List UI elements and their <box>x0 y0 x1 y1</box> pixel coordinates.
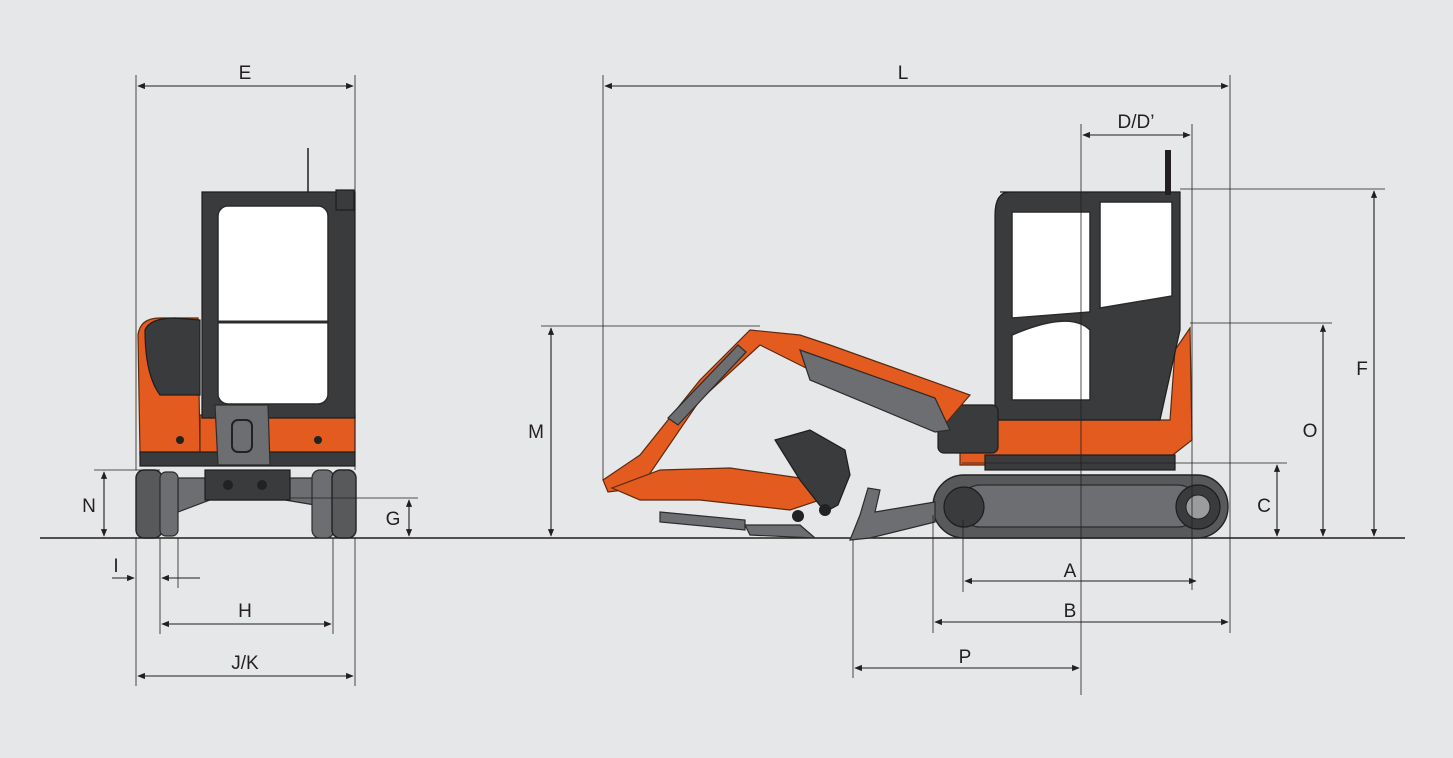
dimension-e: E <box>135 63 356 470</box>
dimension-m: M <box>528 325 760 537</box>
dimension-n: N <box>82 469 160 537</box>
label-g: G <box>386 509 401 530</box>
dimension-l: L <box>602 63 1231 480</box>
label-h: H <box>238 601 252 622</box>
label-n: N <box>82 496 96 517</box>
dimension-h: H <box>159 538 334 634</box>
dimension-f: F <box>1180 188 1385 537</box>
label-jk: J/K <box>231 653 259 674</box>
label-c: C <box>1257 496 1271 517</box>
dimension-c: C <box>962 462 1287 537</box>
label-f: F <box>1356 359 1368 380</box>
label-dd: D/D’ <box>1118 112 1155 133</box>
front-view-excavator <box>135 148 357 539</box>
dimension-dd: D/D’ <box>1080 112 1193 695</box>
dimension-a: A <box>962 520 1197 592</box>
dimension-o: O <box>1190 322 1332 537</box>
dimension-g: G <box>290 497 418 537</box>
dimension-b: B <box>932 470 1231 633</box>
label-i: I <box>113 556 118 577</box>
label-o: O <box>1303 421 1318 442</box>
dimension-p: P <box>852 540 1080 678</box>
label-m: M <box>528 422 544 443</box>
label-e: E <box>239 63 252 84</box>
label-b: B <box>1064 601 1077 622</box>
label-p: P <box>959 647 972 668</box>
label-l: L <box>898 63 909 84</box>
dimension-jk: J/K <box>135 538 356 686</box>
label-a: A <box>1064 561 1077 582</box>
side-view-excavator <box>602 150 1229 541</box>
dimension-i: I <box>112 538 200 588</box>
